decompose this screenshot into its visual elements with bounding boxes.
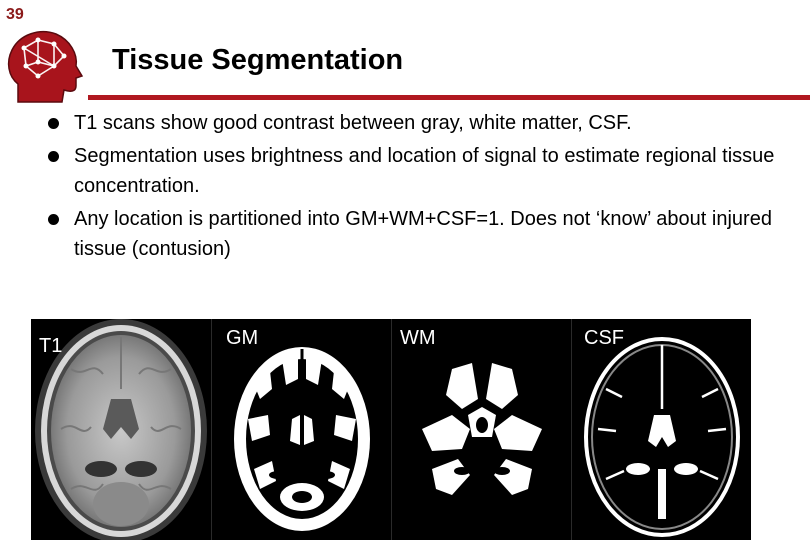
bullet-text: Any location is partitioned into GM+WM+C… xyxy=(74,208,772,260)
brain-scan-strip: T1 GM xyxy=(31,319,751,540)
gm-brain-image xyxy=(234,347,370,531)
panel-label-gm: GM xyxy=(226,327,259,349)
bullet-icon xyxy=(48,118,59,129)
slide-number: 39 xyxy=(6,6,24,23)
bullet-icon xyxy=(48,214,59,225)
gm-scan-panel: GM xyxy=(211,319,391,540)
page-title: Tissue Segmentation xyxy=(112,44,404,76)
bullet-item: T1 scans show good contrast between gray… xyxy=(46,108,786,138)
bullet-item: Segmentation uses brightness and locatio… xyxy=(46,141,786,201)
wm-scan-panel: WM xyxy=(391,319,571,540)
t1-brain-image xyxy=(35,319,207,540)
csf-brain-image xyxy=(584,337,740,537)
title-divider xyxy=(88,95,810,100)
bullet-item: Any location is partitioned into GM+WM+C… xyxy=(46,204,786,264)
panel-label-csf: CSF xyxy=(584,327,624,349)
t1-scan-panel: T1 xyxy=(31,319,211,540)
wm-brain-image xyxy=(422,363,542,495)
bullet-icon xyxy=(48,151,59,162)
bullet-list: T1 scans show good contrast between gray… xyxy=(46,108,786,267)
panel-label-wm: WM xyxy=(400,327,436,349)
head-brain-network-icon xyxy=(4,26,88,106)
panel-label-t1: T1 xyxy=(39,335,63,357)
bullet-text: Segmentation uses brightness and locatio… xyxy=(74,145,775,197)
bullet-text: T1 scans show good contrast between gray… xyxy=(74,112,632,134)
csf-scan-panel: CSF xyxy=(571,319,751,540)
